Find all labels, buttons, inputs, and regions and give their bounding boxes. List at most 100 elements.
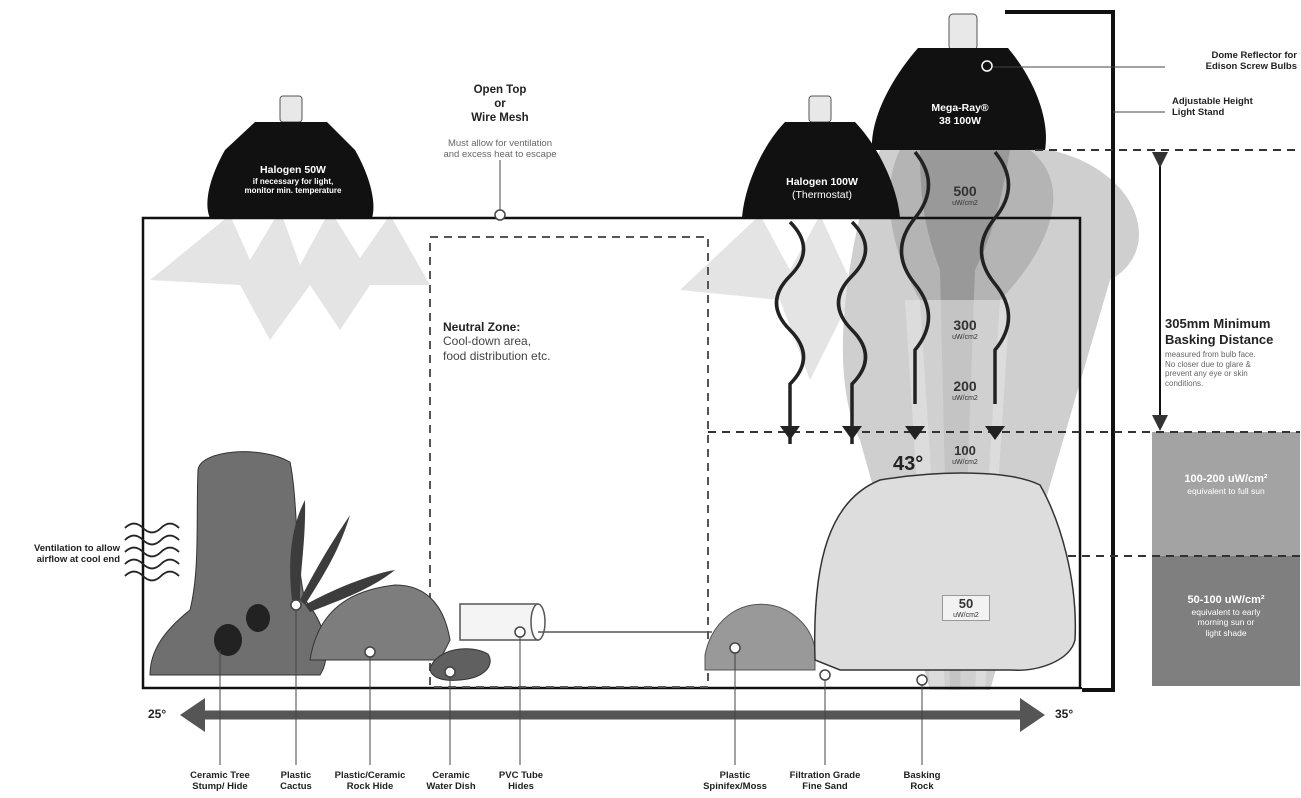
- halogen-50-note2: monitor min. temperature: [244, 186, 342, 196]
- item-label-cactus-line2: Cactus: [280, 781, 312, 793]
- uv-zone-shade-line3: light shade: [1205, 627, 1247, 638]
- neutral-zone-title: Neutral Zone:: [443, 320, 521, 334]
- item-label-tree-stump-line1: Ceramic Tree: [190, 770, 250, 781]
- basking-note4: conditions.: [1165, 378, 1204, 388]
- item-label-water-dish: Ceramic Water Dish: [415, 770, 487, 793]
- uv-level-500-unit: uW/cm2: [952, 199, 978, 207]
- uv-zone-shade-title: 50-100 uW/cm²: [1187, 594, 1265, 606]
- uv-level-50: 50 uW/cm2: [942, 595, 990, 621]
- pvc-tube: [459, 603, 712, 641]
- uv-zone-shade: [1152, 556, 1300, 686]
- halogen-50-label: Halogen 50W if necessary for light, moni…: [212, 164, 374, 196]
- heat-wave-heads: [780, 426, 1005, 440]
- uv-zone-full-sun: [1152, 432, 1300, 556]
- ventilation-line2: airflow at cool end: [36, 554, 120, 566]
- item-label-pvc-tube-line1: PVC Tube: [498, 770, 544, 781]
- uv-zone-shade-line1: equivalent to early: [1191, 607, 1261, 618]
- temperature-arrowhead-right: [1020, 698, 1045, 732]
- basking-note1: measured from bulb face.: [1165, 350, 1256, 359]
- item-label-sand: Filtration Grade Fine Sand: [775, 770, 875, 793]
- light-stand: [1005, 10, 1115, 692]
- ventilation-waves: [124, 522, 180, 582]
- leader-circles: [290, 209, 928, 686]
- basking-title2: Basking Distance: [1165, 331, 1274, 347]
- heat-waves: [774, 150, 1011, 444]
- stand-line2: Light Stand: [1172, 107, 1225, 119]
- ventilation-label: Ventilation to allow airflow at cool end: [2, 543, 120, 566]
- basking-note3: prevent any eye or skin: [1165, 369, 1248, 379]
- basking-distance-note: measured from bulb face. No closer due t…: [1165, 350, 1300, 388]
- halogen-100-name: Halogen 100W: [786, 176, 858, 188]
- mega-ray-label: Mega-Ray® 38 100W: [905, 102, 1015, 127]
- basking-distance-label: 305mm Minimum Basking Distance: [1165, 316, 1300, 347]
- open-top-line1: Open Top: [473, 84, 527, 96]
- stand-line1: Adjustable Height: [1172, 96, 1253, 107]
- uv-level-50-value: 50: [958, 596, 974, 611]
- uv-level-300-value: 300: [953, 317, 977, 333]
- basking-note2: No closer due to glare &: [1165, 359, 1251, 369]
- item-label-spinifex-line1: Plastic: [719, 770, 751, 781]
- temperature-arrowhead-left: [180, 698, 205, 732]
- stump-hole-1: [214, 624, 242, 656]
- leader-lines: [219, 66, 1165, 765]
- stump-hole-2: [246, 604, 270, 632]
- cactus: [290, 500, 395, 612]
- item-label-tree-stump-line2: Stump/ Hide: [192, 781, 248, 793]
- uv-level-100-value: 100: [954, 443, 976, 458]
- halogen-50-lamp: [207, 95, 374, 218]
- uv-level-200: 200 uW/cm2: [940, 378, 990, 403]
- spinifex-moss: [704, 603, 816, 671]
- ventilation-line1: Ventilation to allow: [33, 543, 120, 554]
- item-label-sand-line1: Filtration Grade: [789, 770, 861, 781]
- item-label-basking-rock-line2: Rock: [910, 781, 934, 793]
- item-label-basking-rock: Basking Rock: [892, 770, 952, 793]
- item-label-water-dish-line2: Water Dish: [426, 781, 476, 793]
- open-top-note: Must allow for ventilation and excess he…: [410, 138, 590, 161]
- item-label-cactus-line1: Plastic: [280, 770, 312, 781]
- uv-level-200-unit: uW/cm2: [952, 394, 978, 402]
- halogen-100-note: (Thermostat): [791, 188, 853, 201]
- mega-ray-note: 38 100W: [938, 114, 982, 127]
- item-label-spinifex-line2: Spinifex/Moss: [703, 781, 767, 793]
- uv-zone-full-sun-title: 100-200 uW/cm²: [1184, 473, 1268, 485]
- basking-title1: 305mm Minimum: [1165, 316, 1271, 331]
- dome-reflector-label: Dome Reflector for Edison Screw Bulbs: [1172, 50, 1297, 73]
- neutral-zone-line1: Cool-down area,: [443, 334, 532, 349]
- uv-level-300: 300 uW/cm2: [940, 317, 990, 342]
- rock-hide: [309, 584, 451, 661]
- temperature-hot-label: 35°: [1055, 707, 1074, 721]
- item-label-cactus: Plastic Cactus: [266, 770, 326, 793]
- open-top-label: Open Top or Wire Mesh: [454, 84, 546, 125]
- uv-level-500: 500 uW/cm2: [940, 183, 990, 208]
- beam-left: [150, 210, 430, 340]
- halogen-100-lamp: [742, 95, 900, 218]
- mega-ray-name: Mega-Ray®: [931, 102, 989, 114]
- uv-level-100: 100 uW/cm2: [940, 443, 990, 467]
- uv-zone-shade-line2: morning sun or: [1197, 617, 1255, 628]
- open-top-note1: Must allow for ventilation: [447, 138, 553, 149]
- uv-level-100-unit: uW/cm2: [952, 458, 978, 466]
- open-top-line2: or: [494, 97, 506, 110]
- open-top-line3: Wire Mesh: [471, 111, 529, 124]
- angle-label: 43°: [893, 453, 924, 475]
- halogen-50-name: Halogen 50W: [260, 164, 326, 176]
- item-label-rock-hide-line2: Rock Hide: [346, 781, 394, 793]
- dome-line2: Edison Screw Bulbs: [1205, 61, 1297, 73]
- basking-rock: [813, 472, 1077, 671]
- uv-zone-full-sun-line1: equivalent to full sun: [1187, 486, 1265, 497]
- item-label-water-dish-line1: Ceramic: [432, 770, 470, 781]
- light-stand-label: Adjustable Height Light Stand: [1172, 96, 1282, 119]
- halogen-50-note1: if necessary for light,: [252, 176, 334, 186]
- uv-level-200-value: 200: [953, 378, 977, 394]
- uv-level-50-unit: uW/cm2: [953, 611, 979, 619]
- neutral-zone-line2: food distribution etc.: [443, 348, 551, 363]
- item-label-pvc-tube: PVC Tube Hides: [487, 770, 555, 793]
- uv-level-300-unit: uW/cm2: [952, 333, 978, 341]
- item-label-pvc-tube-line2: Hides: [508, 781, 534, 793]
- halogen-100-label: Halogen 100W (Thermostat): [748, 176, 896, 201]
- dome-line1: Dome Reflector for: [1211, 50, 1297, 61]
- item-label-rock-hide-line1: Plastic/Ceramic: [334, 770, 406, 781]
- mega-ray-lamp: [871, 13, 1046, 150]
- neutral-zone-label: Neutral Zone: Cool-down area, food distr…: [443, 320, 643, 363]
